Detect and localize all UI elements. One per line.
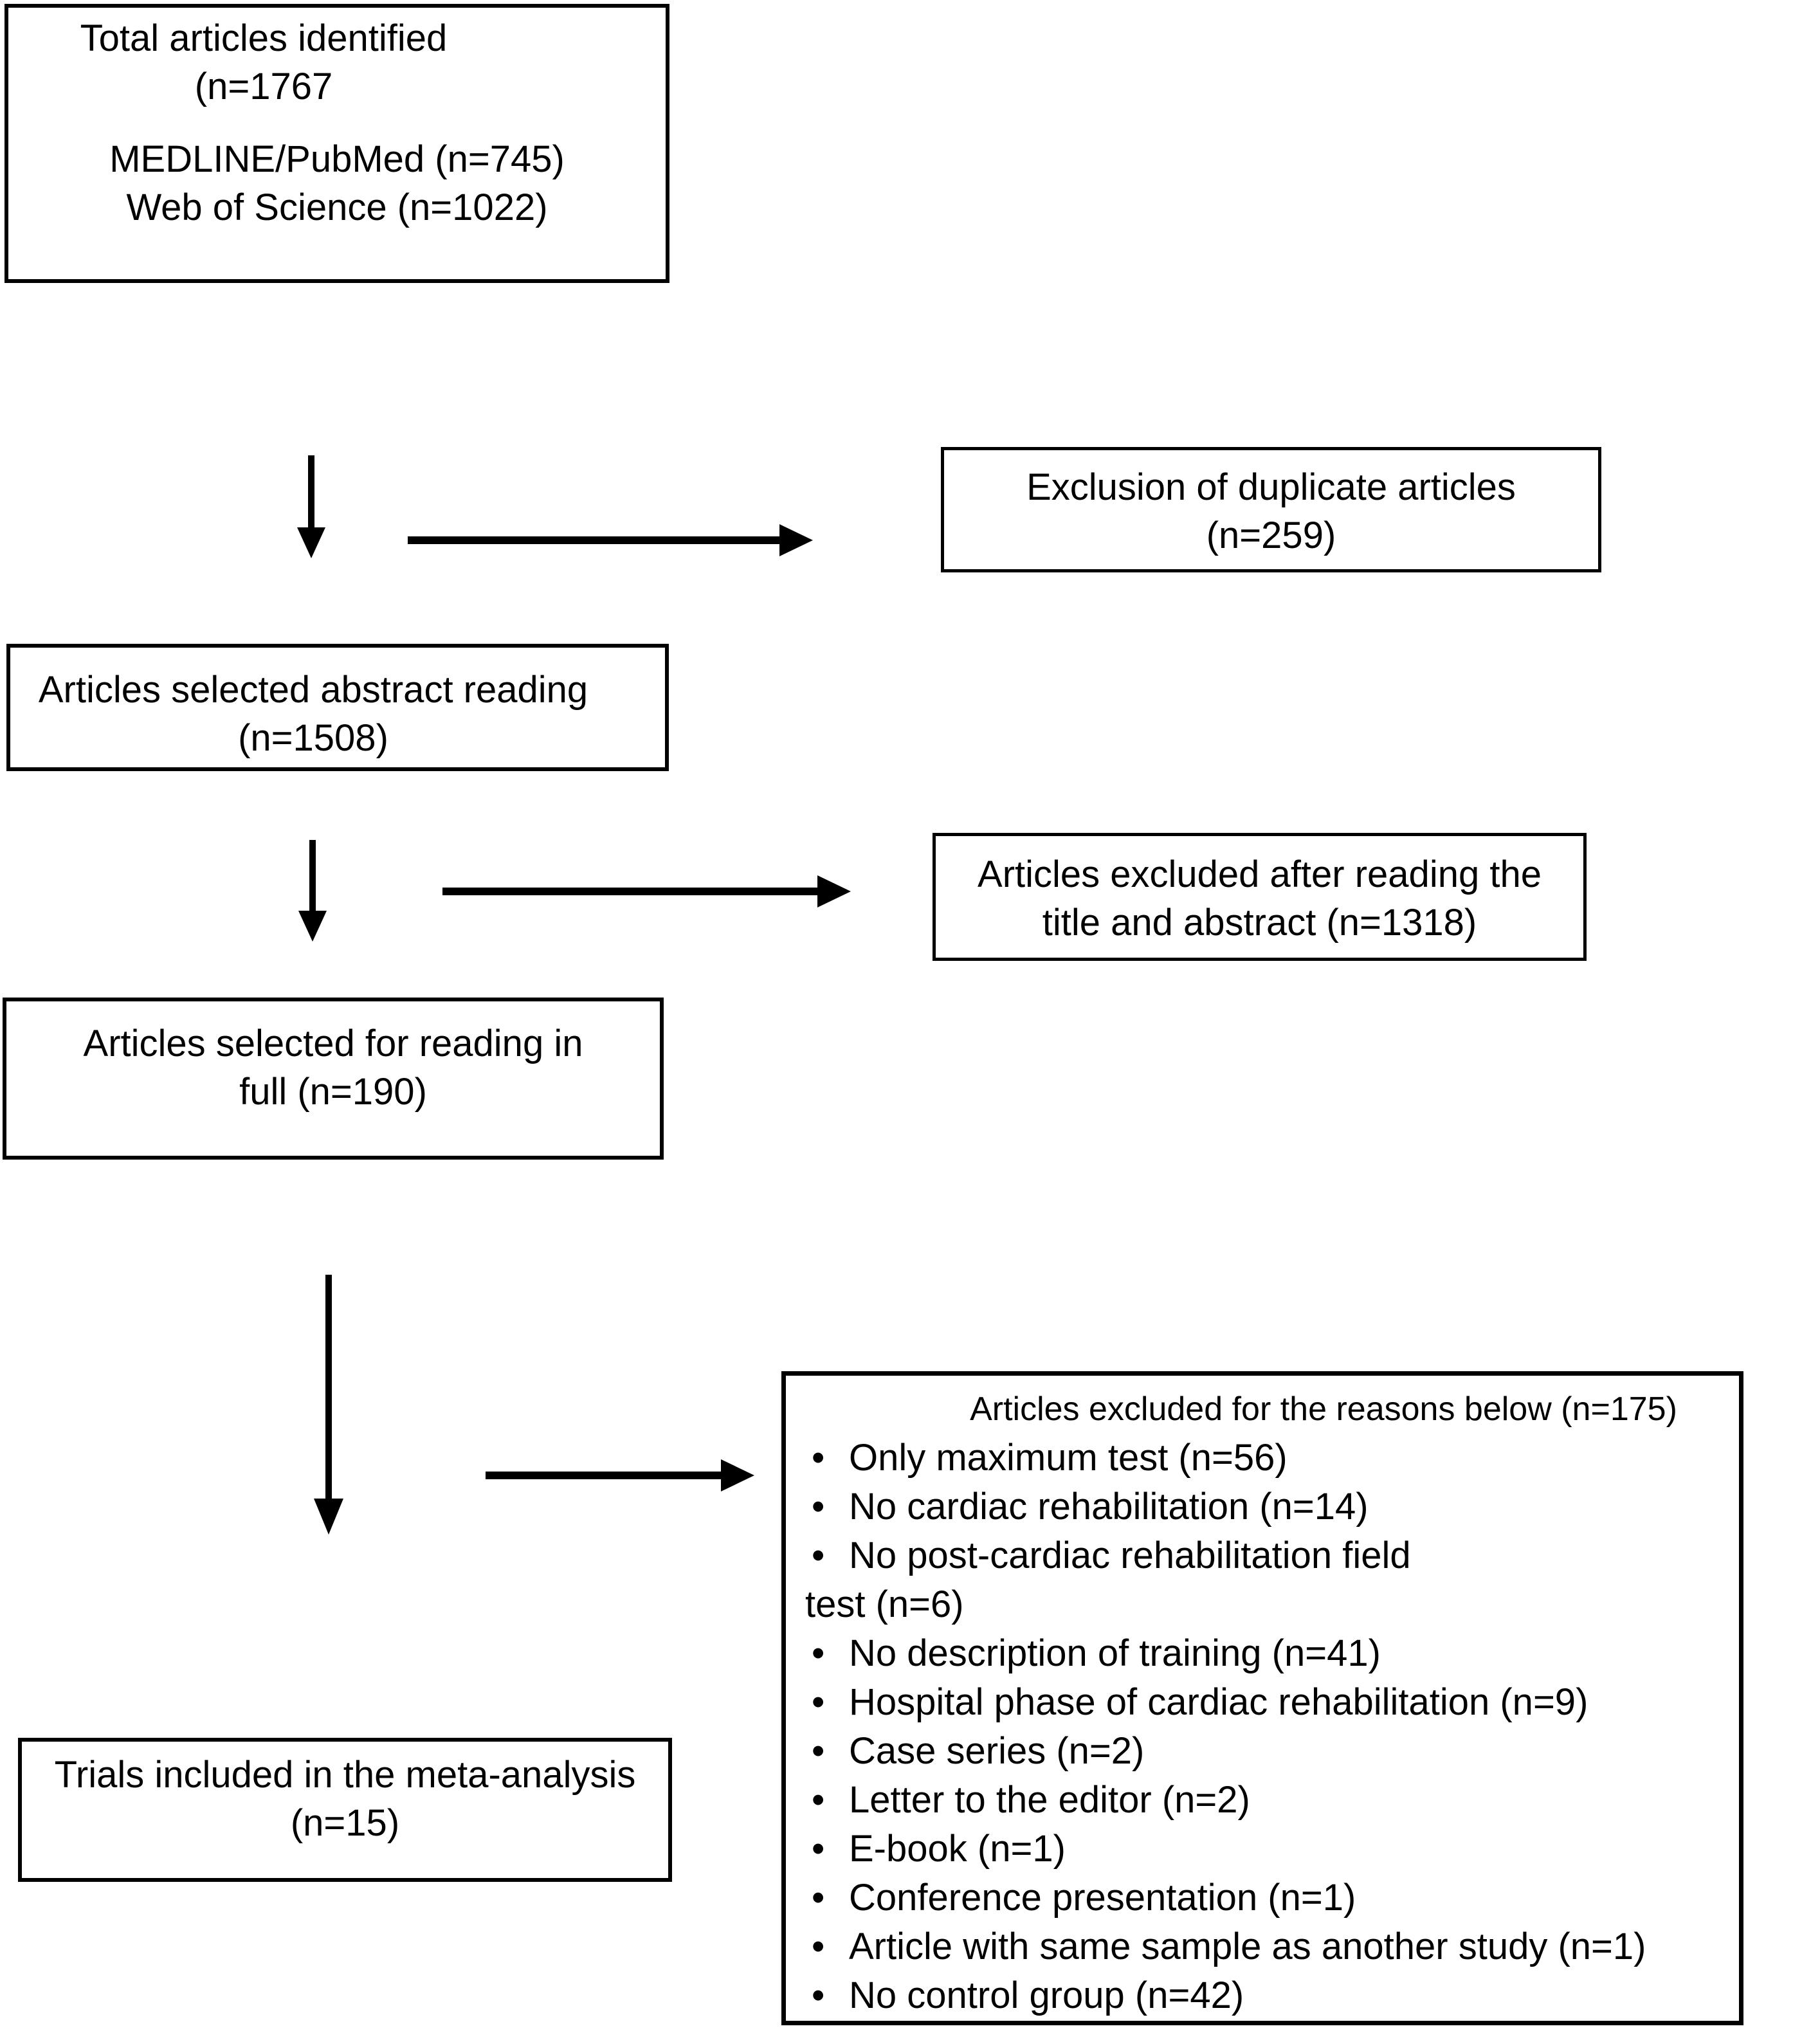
box-total-identified-sources: MEDLINE/PubMed (n=745) Web of Science (n…	[8, 135, 666, 232]
arrow-right-3-shaft	[486, 1472, 722, 1479]
title-abstract-excluded-line2: title and abstract (n=1318)	[1042, 902, 1477, 944]
bullet-icon: •	[812, 1730, 825, 1772]
list-item: • No description of training (n=41)	[805, 1629, 1720, 1678]
reason-text: Letter to the editor (n=2)	[849, 1779, 1250, 1821]
box-full-reading-selected: Articles selected for reading in full (n…	[3, 998, 664, 1160]
box-total-identified-main: Total articles identified (n=1767	[8, 14, 519, 111]
box-reasons-excluded: Articles excluded for the reasons below …	[781, 1371, 1743, 2025]
reason-text: Article with same sample as another stud…	[849, 1926, 1646, 1967]
arrow-right-1-shaft	[408, 536, 781, 544]
box-total-identified: Total articles identified (n=1767 MEDLIN…	[5, 4, 669, 283]
full-reading-line2: full (n=190)	[239, 1071, 427, 1113]
trials-included-line: Trials included in the meta-analysis	[54, 1754, 636, 1796]
bullet-icon: •	[812, 1632, 825, 1674]
abstract-selected-count: (n=1508)	[238, 717, 388, 759]
list-item-continuation: test (n=6)	[805, 1583, 964, 1625]
source-web-of-science: Web of Science (n=1022)	[126, 187, 548, 228]
blank-line	[8, 111, 666, 135]
reason-text: No cardiac rehabilitation (n=14)	[849, 1486, 1369, 1527]
arrow-down-2-shaft	[309, 840, 316, 912]
arrow-right-2-head	[817, 875, 851, 907]
arrow-right-1-head	[779, 524, 813, 556]
reason-text: Conference presentation (n=1)	[849, 1877, 1356, 1919]
title-abstract-excluded-line1: Articles excluded after reading the	[978, 853, 1542, 895]
list-item: • Only maximum test (n=56)	[805, 1434, 1720, 1482]
list-item: • E-book (n=1)	[805, 1825, 1720, 1873]
list-item: • Hospital phase of cardiac rehabilitatio…	[805, 1678, 1720, 1727]
duplicates-excluded-line: Exclusion of duplicate articles	[1026, 466, 1516, 508]
trials-included-count: (n=15)	[290, 1802, 400, 1844]
bullet-icon: •	[812, 1926, 825, 1967]
reason-text: Case series (n=2)	[849, 1730, 1145, 1772]
bullet-icon: •	[812, 1779, 825, 1821]
arrow-down-2-head	[298, 911, 327, 942]
duplicates-excluded-count: (n=259)	[1206, 515, 1336, 556]
bullet-icon: •	[812, 1974, 825, 2016]
list-item: • Article with same sample as another stu…	[805, 1922, 1720, 1971]
box-abstract-selected: Articles selected abstract reading (n=15…	[6, 644, 669, 771]
bullet-icon: •	[812, 1681, 825, 1723]
source-medline: MEDLINE/PubMed (n=745)	[109, 138, 565, 180]
bullet-icon: •	[812, 1828, 825, 1870]
list-item: • Case series (n=2)	[805, 1727, 1720, 1776]
total-identified-line: Total articles identified	[80, 17, 448, 59]
bullet-icon: •	[812, 1486, 825, 1527]
arrow-down-1-head	[297, 527, 325, 558]
reason-text: No description of training (n=41)	[849, 1632, 1381, 1674]
arrow-down-3-shaft	[325, 1275, 332, 1500]
box-title-abstract-excluded: Articles excluded after reading the titl…	[933, 833, 1587, 961]
reason-text: No control group (n=42)	[849, 1974, 1244, 2016]
bullet-icon: •	[812, 1437, 825, 1479]
list-item: • Letter to the editor (n=2)	[805, 1776, 1720, 1825]
box-trials-included: Trials included in the meta-analysis (n=…	[18, 1738, 672, 1882]
reason-text: No post-cardiac rehabilitation field	[849, 1535, 1411, 1576]
arrow-right-2-shaft	[442, 888, 819, 895]
list-item: • Conference presentation (n=1)	[805, 1873, 1720, 1922]
arrow-down-3-head	[314, 1499, 343, 1535]
reasons-excluded-title: Articles excluded for the reasons below …	[970, 1390, 1677, 1428]
list-item: • No post-cardiac rehabilitation field	[805, 1531, 1720, 1580]
bullet-icon: •	[812, 1877, 825, 1919]
arrow-down-1-shaft	[308, 455, 314, 529]
reason-text: Only maximum test (n=56)	[849, 1437, 1288, 1479]
list-item: • No control group (n=42)	[805, 1971, 1720, 2020]
bullet-icon: •	[812, 1535, 825, 1576]
abstract-selected-line: Articles selected abstract reading	[38, 669, 588, 711]
total-identified-count: (n=1767	[194, 66, 333, 107]
full-reading-line1: Articles selected for reading in	[83, 1023, 583, 1064]
list-item: • No cardiac rehabilitation (n=14)	[805, 1482, 1720, 1531]
box-duplicates-excluded: Exclusion of duplicate articles (n=259)	[941, 447, 1601, 572]
reason-text: E-book (n=1)	[849, 1828, 1066, 1870]
reason-text: Hospital phase of cardiac rehabilitation…	[849, 1681, 1588, 1723]
arrow-right-3-head	[721, 1459, 754, 1491]
